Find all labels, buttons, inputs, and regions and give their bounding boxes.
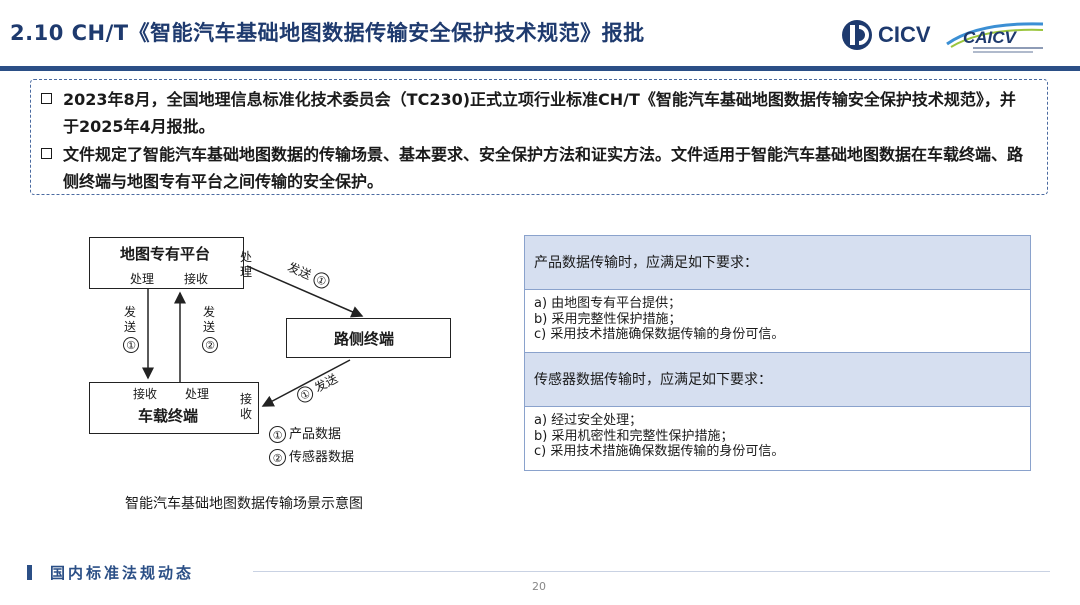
legend-mark: ① bbox=[269, 426, 286, 443]
node-sub-label: 处理 bbox=[130, 272, 155, 286]
arrow-roadside-to-vehicle bbox=[261, 359, 351, 407]
page-title: 2.10 CH/T《智能汽车基础地图数据传输安全保护技术规范》报批 bbox=[10, 21, 645, 45]
requirements-heading: 传感器数据传输时，应满足如下要求： bbox=[525, 353, 1030, 407]
requirement-item: c) 采用技术措施确保数据传输的身份可信。 bbox=[534, 444, 785, 459]
node-map-platform: 地图专有平台 处理 接收 bbox=[89, 237, 244, 289]
send-text: 发送 bbox=[123, 305, 136, 334]
logo-group: CICV CAICV bbox=[840, 16, 1050, 56]
footer-rule bbox=[253, 571, 1050, 572]
summary-box: 2023年8月，全国地理信息标准化技术委员会（TC230)正式立项行业标准CH/… bbox=[30, 79, 1048, 195]
node-sub-label: 接收 bbox=[133, 387, 158, 401]
requirements-heading: 产品数据传输时，应满足如下要求： bbox=[525, 236, 1030, 290]
edge-label-receive: 接收 bbox=[239, 392, 252, 421]
edge-label-process: 处理 bbox=[239, 250, 252, 279]
node-title: 路侧终端 bbox=[334, 330, 395, 348]
cicv-logo-text: CICV bbox=[878, 22, 931, 47]
circle-1-mark: ① bbox=[123, 337, 139, 353]
send-text: 发送 bbox=[202, 305, 215, 334]
page-number: 20 bbox=[532, 580, 546, 593]
requirements-table: 产品数据传输时，应满足如下要求： a) 由地图专有平台提供； b) 采用完整性保… bbox=[524, 235, 1031, 471]
requirements-list: a) 经过安全处理； b) 采用机密性和完整性保护措施； c) 采用技术措施确保… bbox=[525, 407, 1030, 470]
bullet-text: 文件规定了智能汽车基础地图数据的传输场景、基本要求、安全保护方法和证实方法。文件… bbox=[63, 145, 1024, 191]
footer-accent-bar bbox=[27, 565, 32, 580]
caicv-logo-text: CAICV bbox=[963, 28, 1018, 47]
cicv-logo-icon bbox=[842, 20, 872, 50]
node-vehicle-terminal: 接收 处理 车载终端 bbox=[89, 382, 259, 434]
bullet-item: 2023年8月，全国地理信息标准化技术委员会（TC230)正式立项行业标准CH/… bbox=[41, 86, 1031, 140]
requirement-item: a) 由地图专有平台提供； bbox=[534, 296, 682, 311]
requirement-item: b) 采用完整性保护措施； bbox=[534, 311, 682, 327]
node-sub-label: 处理 bbox=[185, 387, 210, 401]
bullet-text: 2023年8月，全国地理信息标准化技术委员会（TC230)正式立项行业标准CH/… bbox=[63, 90, 1016, 136]
requirement-item: c) 采用技术措施确保数据传输的身份可信。 bbox=[534, 327, 785, 342]
legend-text: 产品数据 bbox=[289, 427, 342, 442]
legend-text: 传感器数据 bbox=[289, 450, 355, 465]
footer-section-label: 国内标准法规动态 bbox=[50, 564, 195, 582]
diagram-caption: 智能汽车基础地图数据传输场景示意图 bbox=[125, 496, 363, 512]
legend-mark: ② bbox=[269, 449, 286, 466]
node-title: 车载终端 bbox=[138, 407, 199, 425]
node-title: 地图专有平台 bbox=[120, 245, 211, 263]
edge-label-send: 发送 ② bbox=[202, 305, 218, 353]
requirement-item: b) 采用机密性和完整性保护措施； bbox=[534, 428, 734, 444]
square-bullet-icon bbox=[41, 93, 52, 104]
square-bullet-icon bbox=[41, 148, 52, 159]
header-rule bbox=[0, 66, 1080, 71]
bullet-item: 文件规定了智能汽车基础地图数据的传输场景、基本要求、安全保护方法和证实方法。文件… bbox=[41, 141, 1031, 195]
requirement-item: a) 经过安全处理； bbox=[534, 413, 643, 428]
edge-label-send: 发送 ① bbox=[123, 305, 139, 353]
node-sub-label: 接收 bbox=[184, 272, 209, 286]
caicv-logo-icon: CAICV bbox=[946, 22, 1044, 53]
circle-2-mark: ② bbox=[202, 337, 218, 353]
requirements-list: a) 由地图专有平台提供； b) 采用完整性保护措施； c) 采用技术措施确保数… bbox=[525, 290, 1030, 353]
transmission-diagram: 地图专有平台 处理 接收 路侧终端 接收 处理 车载终端 处理 接收 发送 ① … bbox=[80, 230, 480, 520]
arrow-platform-to-roadside bbox=[246, 265, 364, 318]
diagram-arrows bbox=[142, 265, 364, 407]
node-roadside-terminal: 路侧终端 bbox=[286, 318, 451, 358]
